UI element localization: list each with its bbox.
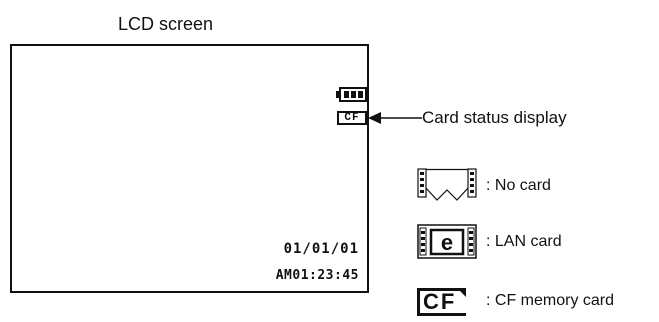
lan-card-icon: e xyxy=(417,224,477,259)
lcd-screen: 01/01/01 AM01:23:45 xyxy=(10,44,369,293)
card-status-display-label: Card status display xyxy=(422,108,567,127)
battery-icon xyxy=(336,87,367,102)
no-card-label: : No card xyxy=(486,177,551,194)
no-card-icon xyxy=(417,168,477,201)
no-card-text: No card xyxy=(494,177,551,194)
time-readout: AM01:23:45 xyxy=(275,268,359,283)
lan-card-label: : LAN card xyxy=(486,233,562,250)
lan-icon-letter: e xyxy=(441,230,453,255)
date-readout: 01/01/01 xyxy=(283,241,359,257)
cf-memory-card-label: : CF memory card xyxy=(486,292,615,309)
cf-memory-card-icon: CF xyxy=(417,288,466,316)
cf-memory-card-text: CF memory card xyxy=(494,292,615,309)
lan-card-text: LAN card xyxy=(494,233,562,250)
callout-arrow xyxy=(368,112,422,124)
cf-status-icon: CF xyxy=(337,111,367,125)
lcd-screen-title: LCD screen xyxy=(118,14,214,34)
